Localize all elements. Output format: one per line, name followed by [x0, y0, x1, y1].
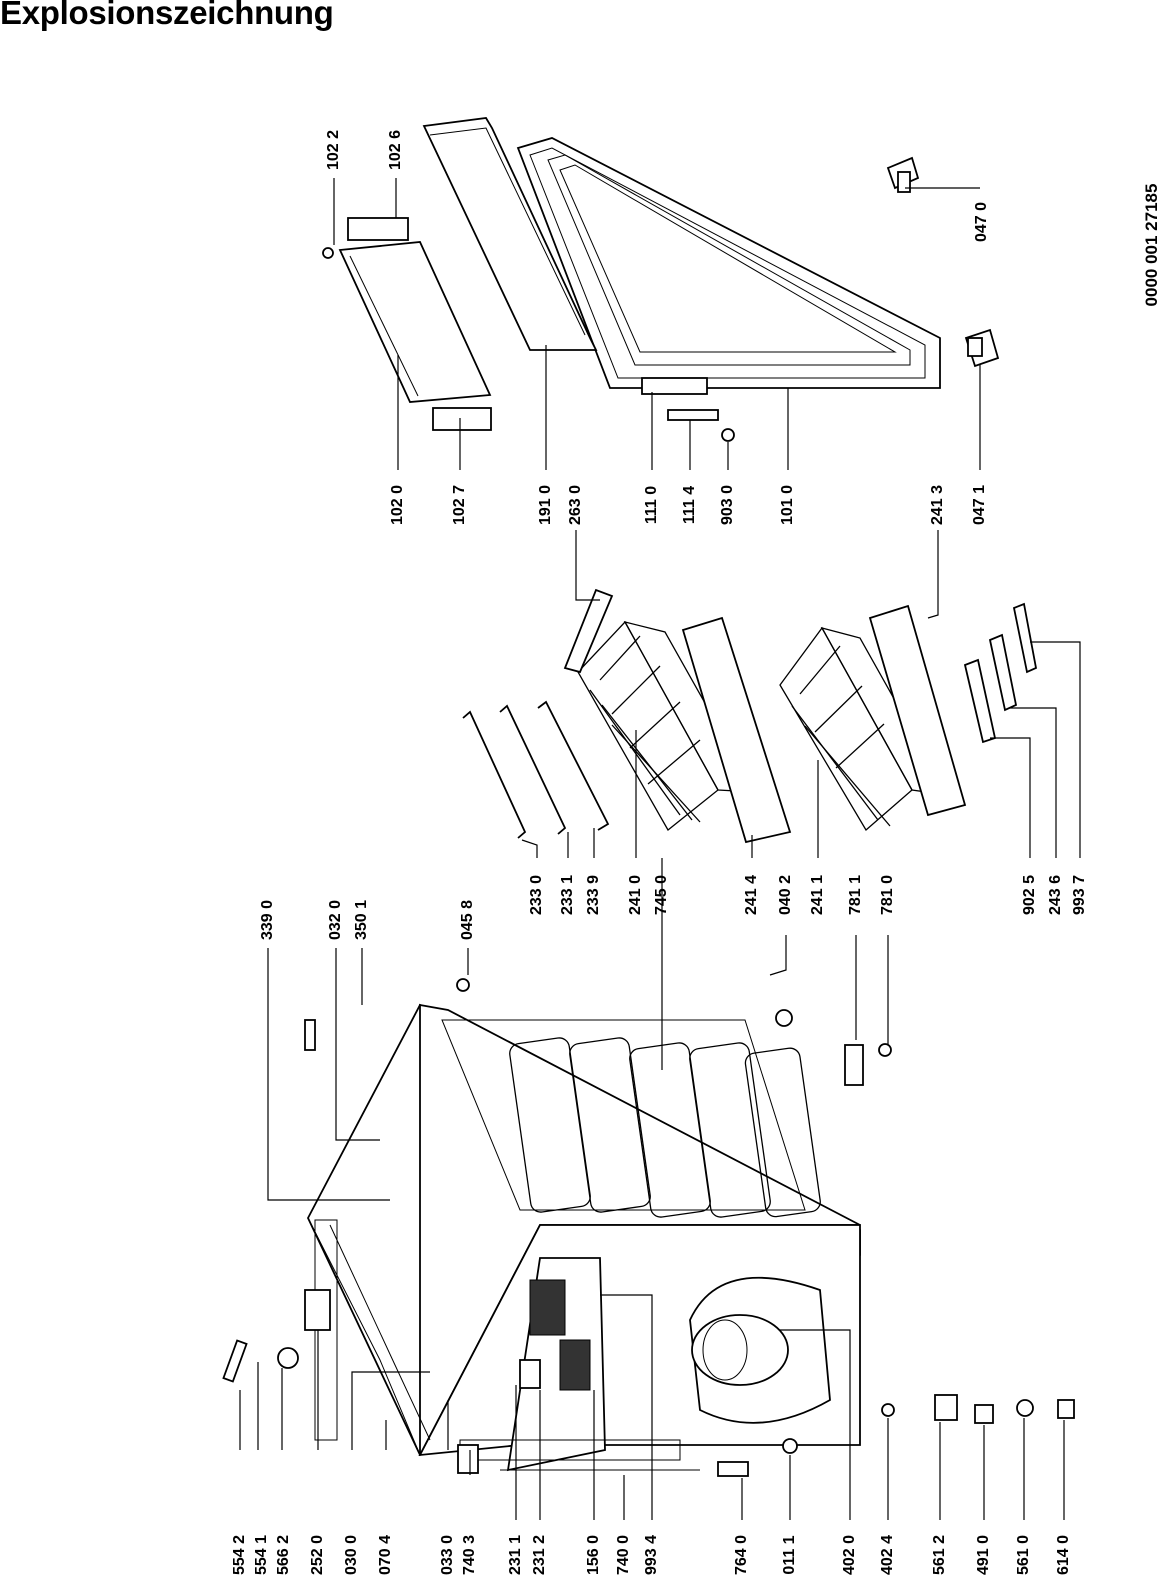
part-label: 993 4: [643, 1534, 660, 1576]
part-label: 614 0: [1055, 1534, 1072, 1576]
part-label: 993 7: [1071, 874, 1088, 916]
freezer-flap: [322, 217, 492, 431]
part-label: 241 0: [627, 874, 644, 916]
part-label: 903 0: [719, 484, 736, 526]
part-label: 231 2: [531, 1534, 548, 1576]
door-gasket-strip: [422, 117, 598, 351]
part-label: 241 1: [809, 874, 826, 916]
part-label: 781 0: [879, 874, 896, 916]
part-label: 045 8: [459, 899, 476, 941]
control-panel: [506, 1257, 606, 1472]
part-label: 252 0: [309, 1534, 326, 1576]
part-label: 191 0: [537, 484, 554, 526]
part-label: 554 2: [231, 1534, 248, 1576]
part-label: 561 2: [931, 1534, 948, 1576]
part-label: 040 2: [777, 874, 794, 916]
door-panel: [516, 137, 941, 395]
part-label: 740 0: [615, 1534, 632, 1576]
wire-basket-upper: [577, 620, 757, 831]
part-label: 554 1: [253, 1534, 270, 1576]
part-label: 764 0: [733, 1534, 750, 1576]
part-label: 491 0: [975, 1534, 992, 1576]
part-label: 047 1: [971, 484, 988, 526]
part-label: 102 2: [325, 129, 342, 171]
part-label: 111 4: [681, 485, 698, 525]
part-label: 566 2: [275, 1534, 292, 1576]
part-label: 101 0: [779, 484, 796, 526]
part-label: 233 0: [528, 874, 545, 916]
compressor: [689, 1276, 831, 1424]
drawer-front-upper: [681, 616, 792, 844]
part-label: 241 4: [743, 874, 760, 916]
part-label: 402 0: [841, 1534, 858, 1576]
flap-strip: [563, 588, 614, 674]
part-label: 030 0: [343, 1534, 360, 1576]
part-label: 070 4: [377, 1534, 394, 1576]
part-label: 263 0: [567, 484, 584, 526]
hinge-parts: [667, 156, 1000, 442]
part-label: 745 0: [653, 874, 670, 916]
part-label: 740 3: [461, 1534, 478, 1576]
page-title: Explosionszeichnung: [0, 0, 334, 31]
part-label: 241 3: [929, 484, 946, 526]
part-label: 402 4: [879, 1534, 896, 1576]
part-label: 561 0: [1015, 1534, 1032, 1576]
leader-lines: [239, 178, 1081, 1520]
part-label: 047 0: [973, 201, 990, 243]
part-label: 011 1: [781, 1535, 798, 1575]
condenser: [457, 1439, 749, 1477]
part-label: 156 0: [585, 1534, 602, 1576]
part-label: 339 0: [259, 899, 276, 941]
part-label: 781 1: [847, 874, 864, 916]
part-label: 350 1: [353, 899, 370, 941]
part-label: 233 9: [585, 874, 602, 916]
part-label: 243 6: [1047, 874, 1064, 916]
part-label: 102 0: [389, 484, 406, 526]
cabinet-shelves: [509, 1037, 821, 1218]
part-label: 102 7: [451, 484, 468, 526]
part-label: 233 1: [559, 874, 576, 916]
part-label: 033 0: [439, 1534, 456, 1576]
small-strips: [963, 602, 1038, 744]
part-label: 902 5: [1021, 874, 1038, 916]
part-label: 111 0: [643, 485, 660, 525]
door-rail-parts: [462, 700, 610, 839]
part-label: 102 6: [387, 129, 404, 171]
part-label: 231 1: [507, 1534, 524, 1576]
part-label: 032 0: [327, 899, 344, 941]
drawer-front-lower: [868, 604, 967, 817]
